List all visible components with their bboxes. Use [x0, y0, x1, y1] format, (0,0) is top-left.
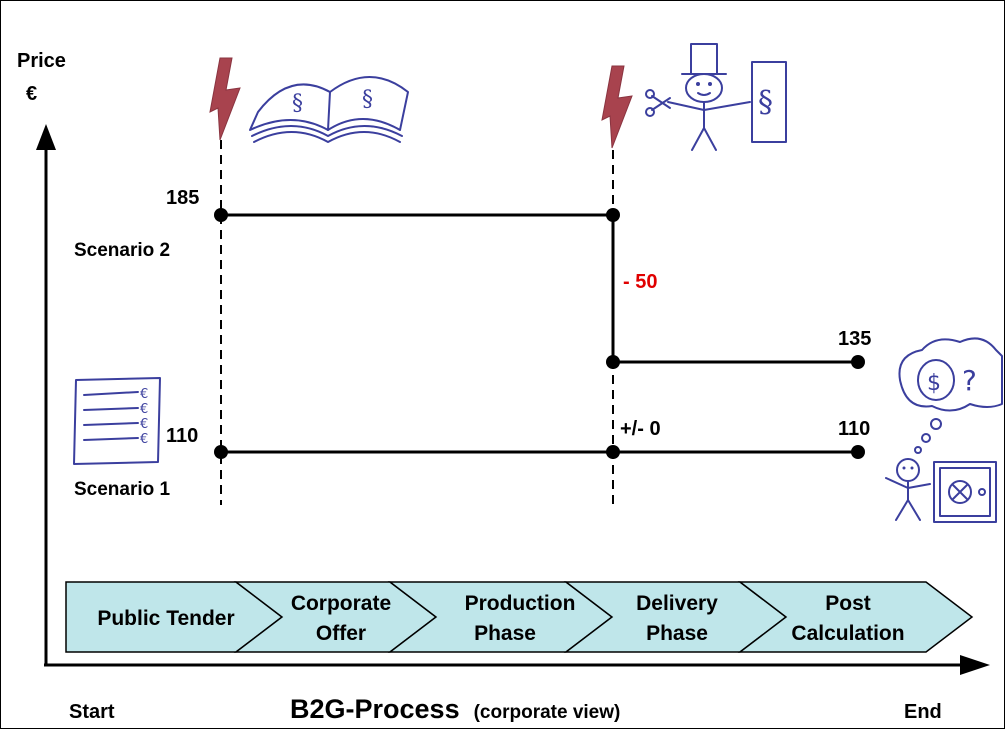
value-110-left: 110 — [166, 425, 198, 447]
svg-text:€: € — [140, 402, 148, 417]
point-s1-end — [851, 445, 865, 459]
point-s1-start — [214, 445, 228, 459]
phase-label-delivery-1: Delivery — [636, 592, 718, 615]
zero-change-label: +/- 0 — [620, 418, 661, 440]
diagram-title: B2G-Process (corporate view) — [290, 694, 620, 724]
x-axis-label-end: End — [904, 701, 942, 723]
svg-text:€: € — [140, 387, 148, 402]
phase-label-corporate-1: Corporate — [291, 592, 391, 615]
point-s2-delivery-high — [606, 208, 620, 222]
section-sign-right: § — [362, 87, 373, 112]
drop-label: - 50 — [623, 271, 657, 293]
value-135: 135 — [838, 328, 871, 350]
price-list-icon: € € € € — [74, 378, 160, 464]
phase-label-public-tender: Public Tender — [97, 607, 234, 630]
scenario1-label: Scenario 1 — [74, 479, 171, 500]
svg-text:€: € — [140, 432, 148, 447]
section-sign-document: § — [758, 85, 773, 120]
value-110-right: 110 — [838, 418, 870, 440]
svg-text:€: € — [140, 417, 148, 432]
y-axis-arrowhead — [36, 124, 56, 150]
y-axis-label-price: Price — [17, 50, 66, 72]
title-sub: (corporate view) — [474, 702, 621, 723]
section-sign-left: § — [292, 91, 303, 116]
lightning-bolt-icon — [210, 58, 240, 140]
title-main: B2G-Process — [290, 694, 460, 724]
phase-label-post-1: Post — [825, 592, 871, 615]
y-axis-label-currency: € — [26, 83, 37, 105]
value-185: 185 — [166, 187, 199, 209]
point-s2-delivery-low — [606, 355, 620, 369]
phase-label-production-2: Phase — [474, 622, 536, 645]
law-book-icon: § § — [250, 77, 408, 142]
phase-label-corporate-2: Offer — [316, 622, 366, 645]
process-phases: Public Tender Corporate Offer Production… — [66, 582, 972, 652]
point-s2-end — [851, 355, 865, 369]
scenario2-label: Scenario 2 — [74, 240, 170, 261]
phase-label-post-2: Calculation — [791, 622, 904, 645]
svg-text:$: $ — [927, 371, 941, 396]
x-axis-arrowhead — [960, 655, 990, 675]
point-s1-delivery — [606, 445, 620, 459]
phase-label-production-1: Production — [465, 592, 576, 615]
lightning-bolt-icon — [602, 66, 632, 148]
svg-text:?: ? — [962, 364, 977, 397]
x-axis-label-start: Start — [69, 701, 115, 723]
phase-label-delivery-2: Phase — [646, 622, 708, 645]
point-s2-start — [214, 208, 228, 222]
thinking-figure-safe-icon: $ ? — [886, 338, 1002, 522]
magician-figure-icon: § — [646, 44, 786, 150]
